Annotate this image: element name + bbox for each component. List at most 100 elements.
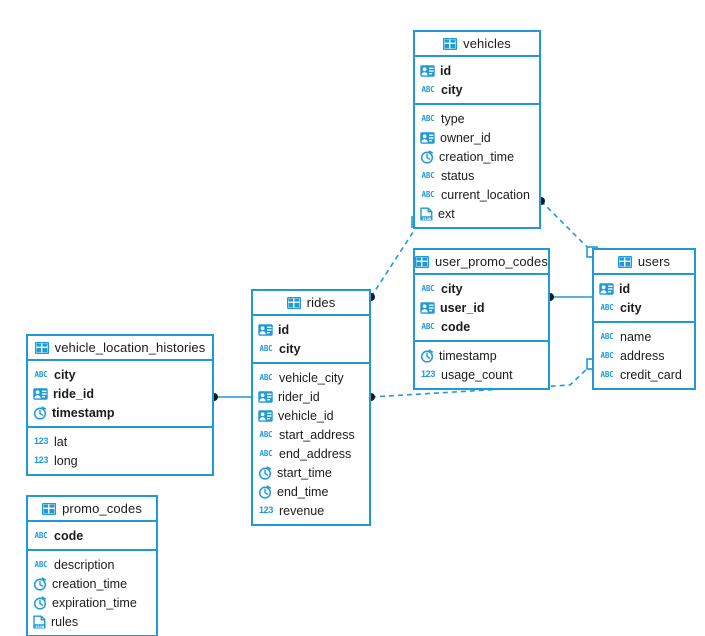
table-title: vehicle_location_histories	[54, 340, 206, 355]
table-header-promo_codes[interactable]: promo_codes	[28, 497, 156, 522]
field-row-rider_id[interactable]: rider_id	[253, 387, 369, 406]
field-label: address	[620, 348, 665, 363]
field-row-id[interactable]: id	[253, 320, 369, 339]
field-label: id	[278, 322, 290, 337]
field-label: end_address	[279, 446, 352, 461]
field-row-timestamp[interactable]: timestamp	[415, 346, 548, 365]
id-card-icon	[33, 387, 48, 400]
field-row-end_time[interactable]: end_time	[253, 482, 369, 501]
table-header-vehicle_location_histories[interactable]: vehicle_location_histories	[28, 336, 212, 361]
id-card-icon	[258, 390, 273, 403]
123-number-icon: 123	[33, 455, 49, 465]
field-row-start_time[interactable]: start_time	[253, 463, 369, 482]
field-label: end_time	[277, 484, 329, 499]
field-label: ext	[438, 206, 455, 221]
field-label: credit_card	[620, 367, 682, 382]
svg-text:JSON: JSON	[422, 215, 432, 220]
relationship-vehicle-location-histories-to-rides[interactable]	[210, 393, 253, 401]
id-card-icon	[258, 409, 273, 422]
field-row-ride_id[interactable]: ride_id	[28, 384, 212, 403]
field-row-expiration_time[interactable]: expiration_time	[28, 593, 156, 612]
field-label: city	[620, 300, 642, 315]
field-label: city	[441, 82, 463, 97]
abc-text-icon: ABC	[600, 302, 614, 312]
field-row-usage_count[interactable]: 123 usage_count	[415, 365, 548, 384]
field-label: expiration_time	[52, 595, 137, 610]
relationship-user-promo-codes-to-users[interactable]	[546, 293, 594, 301]
field-label: vehicle_city	[279, 370, 344, 385]
abc-text-icon: ABC	[259, 372, 273, 382]
clock-icon	[258, 484, 272, 499]
field-row-id[interactable]: id	[415, 61, 539, 80]
abc-text-icon: ABC	[600, 350, 614, 360]
field-row-user_id[interactable]: user_id	[415, 298, 548, 317]
field-row-vehicle_id[interactable]: vehicle_id	[253, 406, 369, 425]
field-label: city	[279, 341, 301, 356]
123-number-icon: 123	[420, 369, 436, 379]
field-row-owner_id[interactable]: owner_id	[415, 128, 539, 147]
abc-text-icon: ABC	[421, 283, 435, 293]
table-grid-icon	[617, 255, 632, 268]
field-row-id[interactable]: id	[594, 279, 694, 298]
field-label: timestamp	[439, 348, 497, 363]
field-label: status	[441, 168, 475, 183]
table-header-user_promo_codes[interactable]: user_promo_codes	[415, 250, 548, 275]
table-header-rides[interactable]: rides	[253, 291, 369, 316]
field-row-city[interactable]: ABC city	[594, 298, 694, 317]
123-number-icon: 123	[258, 505, 274, 515]
abc-text-icon: ABC	[600, 369, 614, 379]
abc-text-icon: ABC	[421, 84, 435, 94]
table-header-users[interactable]: users	[594, 250, 694, 275]
field-label: usage_count	[441, 367, 513, 382]
field-row-vehicle_city[interactable]: ABC vehicle_city	[253, 368, 369, 387]
table-title: promo_codes	[62, 501, 142, 516]
field-row-timestamp[interactable]: timestamp	[28, 403, 212, 422]
field-label: start_time	[277, 465, 332, 480]
abc-text-icon: ABC	[421, 113, 435, 123]
id-card-icon	[420, 64, 435, 77]
abc-text-icon: ABC	[421, 321, 435, 331]
field-label: creation_time	[439, 149, 515, 164]
table-header-vehicles[interactable]: vehicles	[415, 32, 539, 57]
field-label: rider_id	[278, 389, 320, 404]
field-row-type[interactable]: ABC type	[415, 109, 539, 128]
table-title: users	[637, 254, 671, 269]
field-row-city[interactable]: ABC city	[415, 80, 539, 99]
id-card-icon	[258, 323, 273, 336]
field-row-ext[interactable]: JSON ext	[415, 204, 539, 223]
field-label: start_address	[279, 427, 355, 442]
abc-text-icon: ABC	[34, 530, 48, 540]
field-row-address[interactable]: ABC address	[594, 346, 694, 365]
field-row-creation_time[interactable]: creation_time	[28, 574, 156, 593]
field-row-creation_time[interactable]: creation_time	[415, 147, 539, 166]
field-label: type	[441, 111, 465, 126]
field-row-credit_card[interactable]: ABC credit_card	[594, 365, 694, 384]
table-title: rides	[306, 295, 336, 310]
